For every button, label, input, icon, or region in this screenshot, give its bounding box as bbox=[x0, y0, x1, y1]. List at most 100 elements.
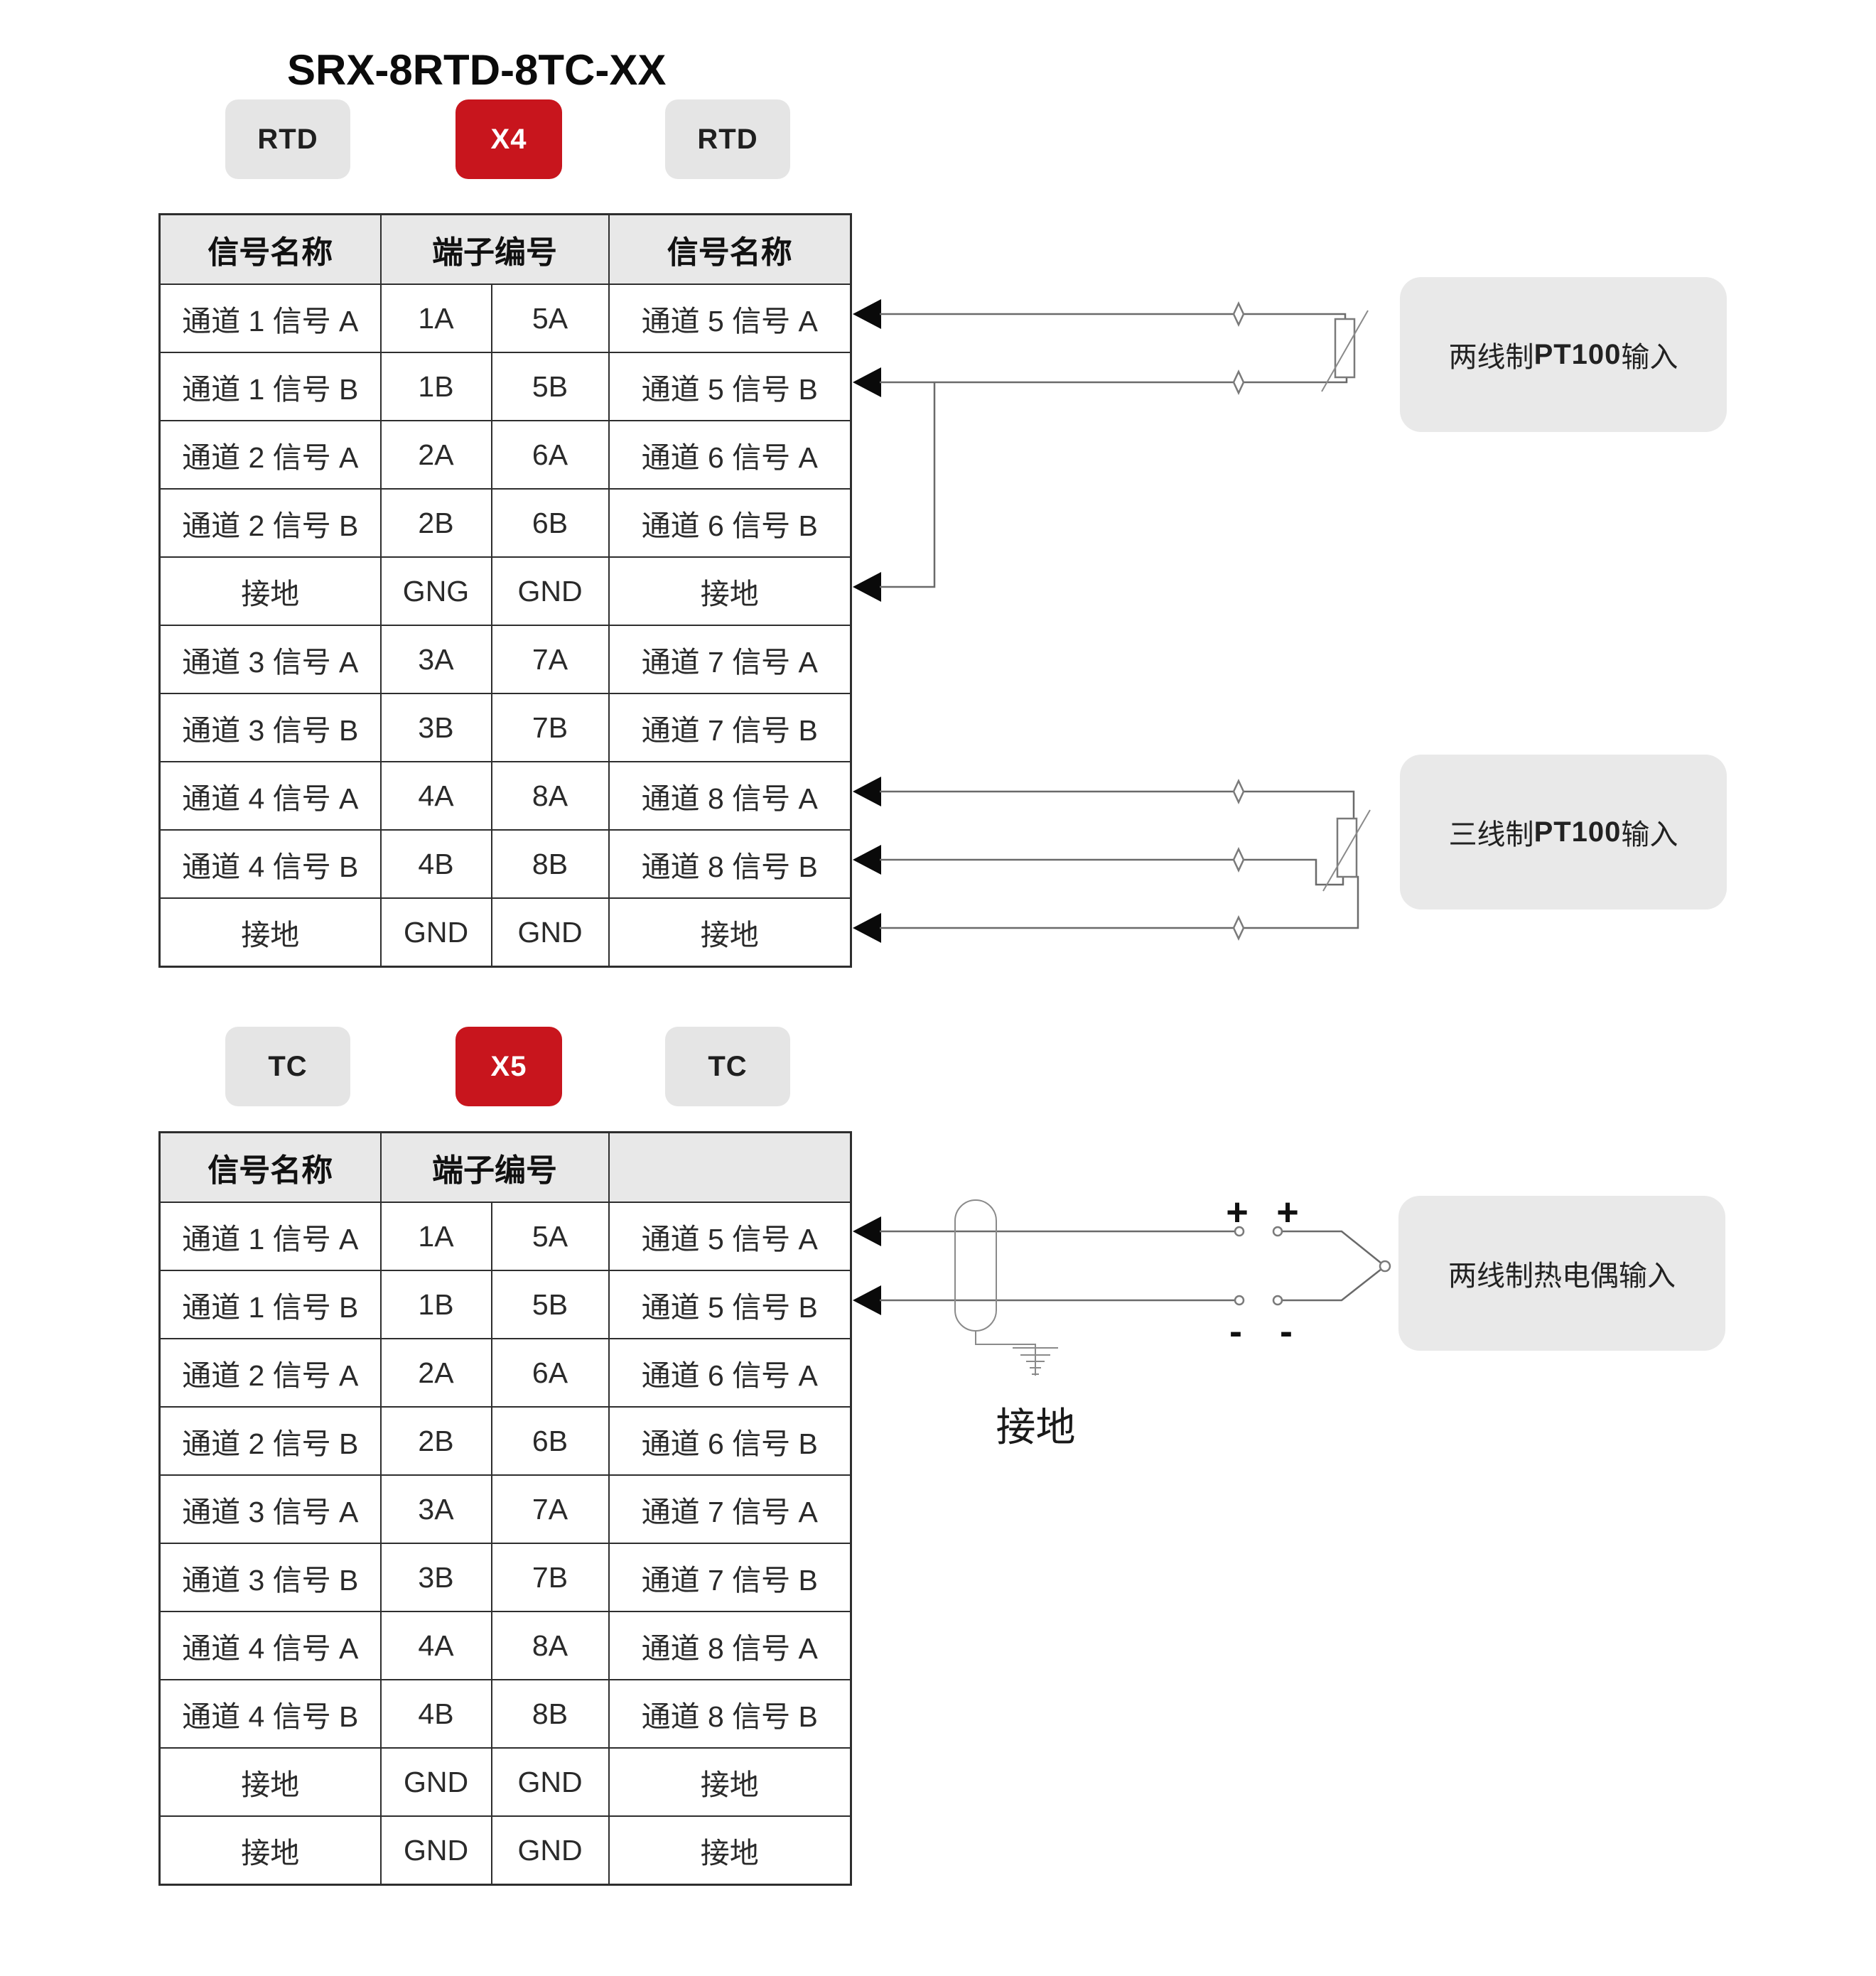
table-header-row: 信号名称 端子编号 bbox=[158, 1131, 852, 1203]
column-header: 信号名称 bbox=[608, 213, 852, 285]
table-cell: 通道 3 信号 B bbox=[158, 1543, 382, 1612]
table-cell: 通道 2 信号 A bbox=[158, 420, 382, 490]
arrow-left-icon bbox=[853, 572, 881, 602]
table-cell: 通道 3 信号 B bbox=[158, 693, 382, 762]
table-cell: 通道 5 信号 B bbox=[608, 1270, 852, 1339]
wire-connector-diamond bbox=[1232, 369, 1245, 395]
table-cell: 3A bbox=[379, 625, 492, 694]
table-cell: 通道 6 信号 A bbox=[608, 420, 852, 490]
plus-sign: + bbox=[1226, 1191, 1249, 1233]
label-text: 两线制 bbox=[1448, 342, 1534, 373]
label-text: 输入 bbox=[1621, 342, 1678, 373]
table-cell: 接地 bbox=[608, 556, 852, 626]
table-cell: 通道 1 信号 A bbox=[158, 284, 382, 353]
table-cell: 通道 2 信号 B bbox=[158, 1406, 382, 1476]
table-cell: 通道 8 信号 B bbox=[608, 1679, 852, 1749]
table-cell: 接地 bbox=[608, 1747, 852, 1817]
terminal-circle bbox=[1234, 1295, 1245, 1306]
thermocouple-label: 两线制热电偶输入 bbox=[1398, 1196, 1725, 1351]
arrow-left-icon bbox=[853, 1285, 881, 1315]
table-cell: 3A bbox=[379, 1474, 492, 1544]
table-cell: 3B bbox=[379, 1543, 492, 1612]
table-cell: 6B bbox=[490, 1406, 610, 1476]
table-cell: GND bbox=[490, 1747, 610, 1817]
table-cell: 通道 4 信号 B bbox=[158, 1679, 382, 1749]
table-cell: 通道 7 信号 B bbox=[608, 693, 852, 762]
wire-connector-diamond bbox=[1232, 301, 1245, 327]
table-cell: 通道 3 信号 A bbox=[158, 625, 382, 694]
table-cell: 5B bbox=[490, 352, 610, 421]
minus-sign: - bbox=[1280, 1310, 1293, 1353]
table-cell: 5A bbox=[490, 1202, 610, 1271]
ground-sense-wire bbox=[880, 875, 1359, 929]
signal-a-wire bbox=[880, 790, 1355, 819]
cable-shield-capsule bbox=[954, 1199, 997, 1332]
arrow-left-icon bbox=[853, 913, 881, 943]
plus-sign: + bbox=[1276, 1191, 1299, 1233]
label-text-bold: PT100 bbox=[1533, 816, 1622, 848]
wire-connector-diamond bbox=[1232, 915, 1245, 941]
table-cell: 通道 8 信号 B bbox=[608, 829, 852, 899]
column-header bbox=[608, 1131, 852, 1203]
table-cell: GND bbox=[379, 1815, 492, 1886]
signal-a-wire bbox=[880, 313, 1347, 319]
table-cell: 通道 2 信号 A bbox=[158, 1338, 382, 1408]
table-cell: 通道 6 信号 B bbox=[608, 1406, 852, 1476]
table-cell: 8A bbox=[490, 761, 610, 831]
column-header: 端子编号 bbox=[379, 1131, 610, 1203]
table-cell: 5A bbox=[490, 284, 610, 353]
arrow-left-icon bbox=[853, 367, 881, 397]
tc-badge-right: TC bbox=[665, 1027, 790, 1106]
label-text: 三线制 bbox=[1448, 819, 1534, 851]
label-text-bold: PT100 bbox=[1533, 338, 1622, 370]
table-cell: GND bbox=[379, 897, 492, 968]
signal-b-wire bbox=[880, 858, 1344, 886]
table-cell: 通道 7 信号 A bbox=[608, 1474, 852, 1544]
table-cell: 4A bbox=[379, 1611, 492, 1680]
table-cell: 6B bbox=[490, 488, 610, 558]
terminal-circle bbox=[1272, 1295, 1283, 1306]
three-wire-pt100-label: 三线制 PT100 输入 bbox=[1400, 755, 1727, 909]
table-cell: 1B bbox=[379, 352, 492, 421]
table-cell: 通道 1 信号 B bbox=[158, 352, 382, 421]
table-cell: 通道 4 信号 A bbox=[158, 1611, 382, 1680]
table-cell: 6A bbox=[490, 1338, 610, 1408]
two-wire-pt100-circuit bbox=[853, 299, 1369, 602]
label-text: 输入 bbox=[1621, 819, 1678, 851]
pt100-resistor-body bbox=[1334, 318, 1356, 379]
table-cell: 通道 8 信号 A bbox=[608, 1611, 852, 1680]
table-cell: 接地 bbox=[158, 1815, 382, 1886]
table-cell: 接地 bbox=[158, 1747, 382, 1817]
table-cell: 通道 7 信号 B bbox=[608, 1543, 852, 1612]
table-cell: 8B bbox=[490, 829, 610, 899]
table-cell: 7B bbox=[490, 693, 610, 762]
arrow-left-icon bbox=[853, 777, 881, 806]
table-cell: 4B bbox=[379, 1679, 492, 1749]
rtd-badge-right: RTD bbox=[665, 99, 790, 179]
table-cell: 2B bbox=[379, 1406, 492, 1476]
table-cell: 通道 5 信号 A bbox=[608, 284, 852, 353]
table-cell: 通道 7 信号 A bbox=[608, 625, 852, 694]
shield-drain-wire bbox=[975, 1331, 1036, 1348]
pt100-resistor-body bbox=[1336, 817, 1358, 878]
pt100-resistor-diagonal bbox=[1321, 310, 1369, 392]
table-cell: 接地 bbox=[158, 897, 382, 968]
arrow-left-icon bbox=[853, 1216, 881, 1246]
tc-plus-wire-right bbox=[1282, 1230, 1382, 1264]
table-cell: 2B bbox=[379, 488, 492, 558]
table-cell: 通道 2 信号 B bbox=[158, 488, 382, 558]
table-cell: GND bbox=[379, 1747, 492, 1817]
table-cell: 1A bbox=[379, 284, 492, 353]
